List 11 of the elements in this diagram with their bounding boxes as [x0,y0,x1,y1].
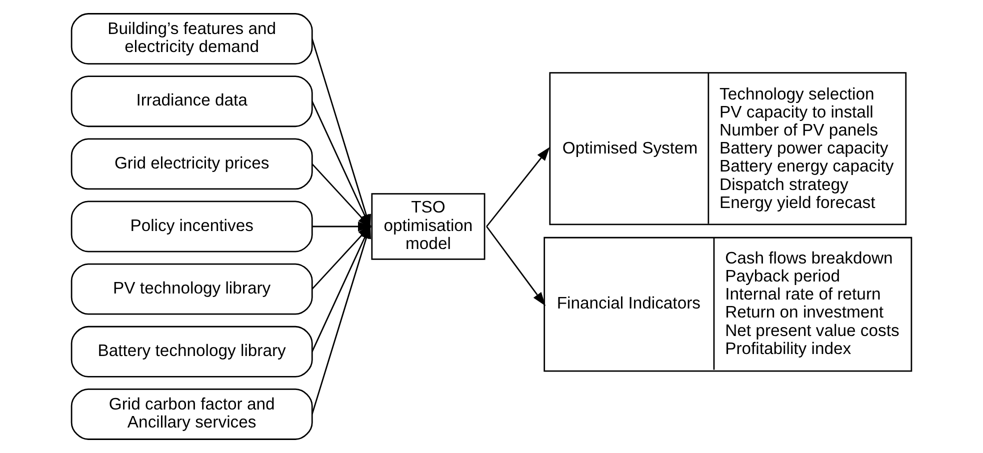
node-box: Irradiance data [70,76,313,128]
node-box: TSO optimisation model [371,193,486,260]
node-box: PV technology library [70,263,313,315]
node-box: Grid carbon factor and Ancillary services [70,388,313,440]
node-box: Grid electricity prices [70,138,313,190]
arrow [486,226,546,306]
node-box: Policy incentives [70,200,313,252]
arrow [486,146,550,227]
node-box: Building’s features and electricity demand [70,13,313,64]
node-box: Battery technology library [70,326,313,378]
arrow [312,222,372,232]
